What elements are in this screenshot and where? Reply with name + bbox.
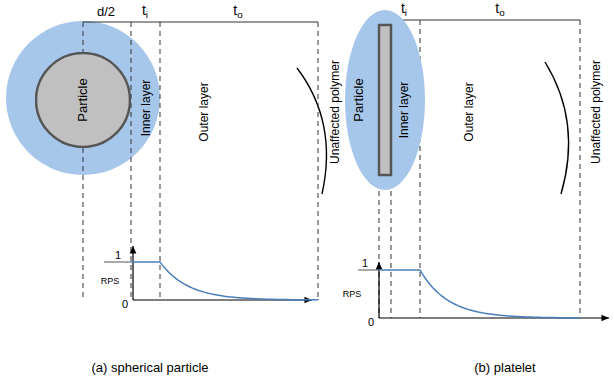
- part-name: Particle: [352, 78, 366, 121]
- region-name: Unaffected polymer: [329, 60, 342, 164]
- layer-name: Inner layer: [398, 82, 411, 139]
- particle-sphere: Particle: [35, 52, 131, 148]
- part-name: Particle: [76, 76, 90, 123]
- rps-curve: [379, 270, 580, 318]
- dimension-label: ti: [401, 1, 407, 19]
- dimension-line: [83, 22, 318, 23]
- axis-tick: 1: [362, 257, 368, 269]
- level-line: [358, 270, 379, 271]
- layer-name: Inner layer: [140, 80, 153, 137]
- axis-tick: 1: [115, 249, 121, 261]
- dimension-label: ti: [142, 3, 148, 21]
- dimension-line: [379, 20, 580, 21]
- dimension-label: d/2: [97, 5, 115, 19]
- caption: (b) platelet: [474, 361, 535, 375]
- rps-curve: [131, 262, 318, 300]
- dimension-label: to: [233, 3, 242, 21]
- axis-tick: 0: [122, 298, 128, 310]
- region-name: Unaffected polymer: [590, 60, 603, 164]
- outer-boundary-arc: [545, 62, 569, 194]
- layer-divider-lines: [83, 22, 318, 300]
- axis-title: RPS: [343, 290, 362, 300]
- level-line: [104, 262, 131, 263]
- dimension-label: to: [495, 1, 504, 19]
- layer-name: Outer layer: [463, 82, 476, 141]
- layer-name: Outer layer: [198, 82, 211, 141]
- axis-title: RPS: [101, 277, 120, 287]
- axis-tick: 0: [368, 316, 374, 328]
- platelet-interphase: Particle: [345, 10, 425, 190]
- caption: (a) spherical particle: [91, 361, 208, 375]
- y-axis: [132, 246, 133, 300]
- outer-boundary-arc: [297, 68, 326, 194]
